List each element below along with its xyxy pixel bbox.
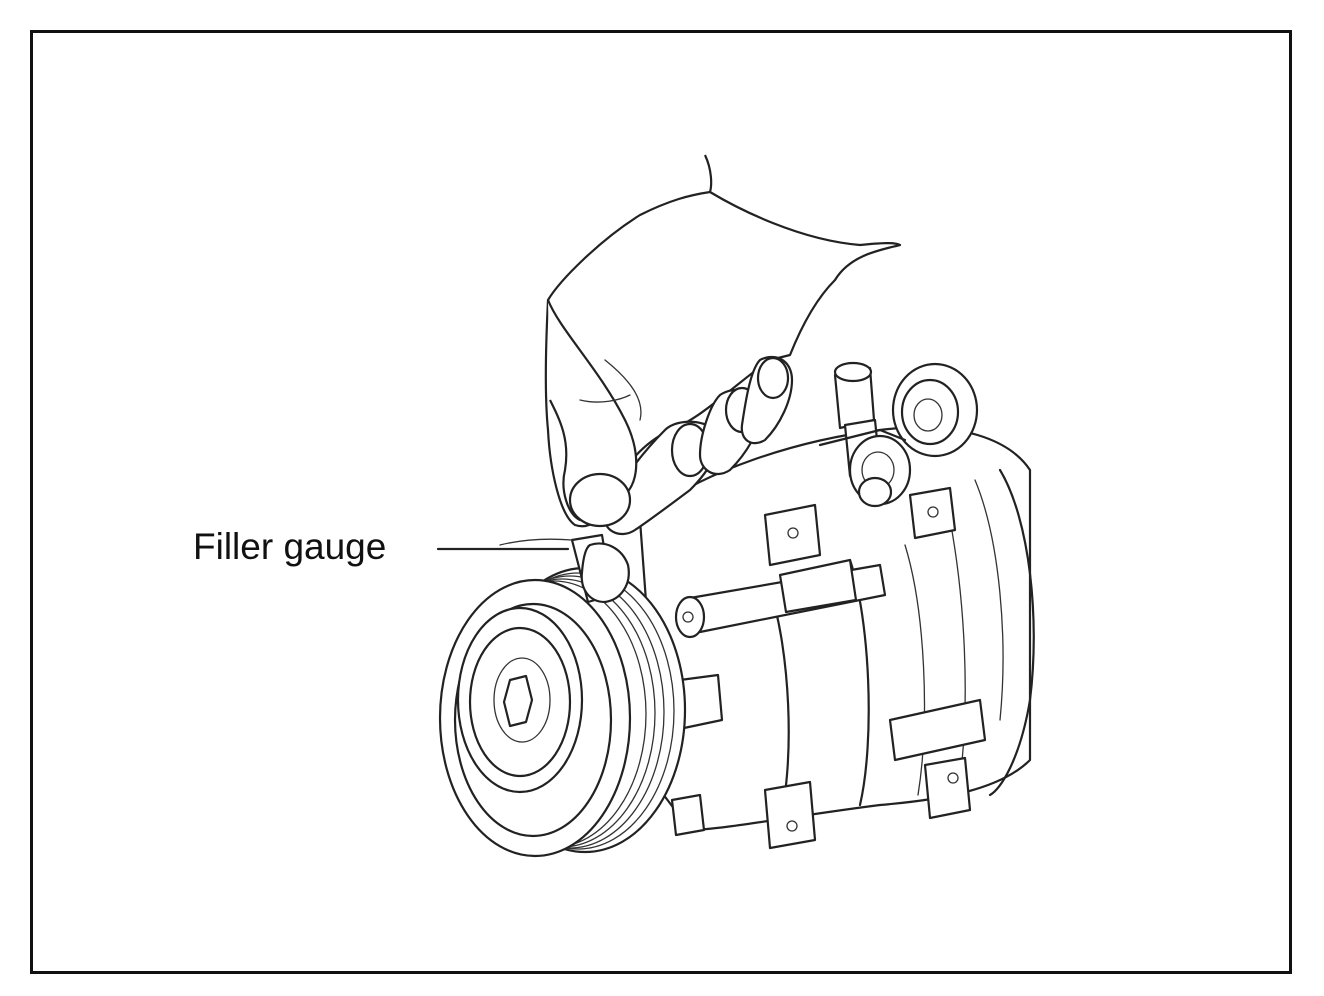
hand bbox=[544, 154, 902, 604]
pulley-clutch-assembly bbox=[438, 566, 687, 858]
filler-gauge-label: Filler gauge bbox=[193, 526, 387, 567]
compressor-body bbox=[638, 426, 1035, 850]
port-fittings bbox=[818, 361, 979, 508]
